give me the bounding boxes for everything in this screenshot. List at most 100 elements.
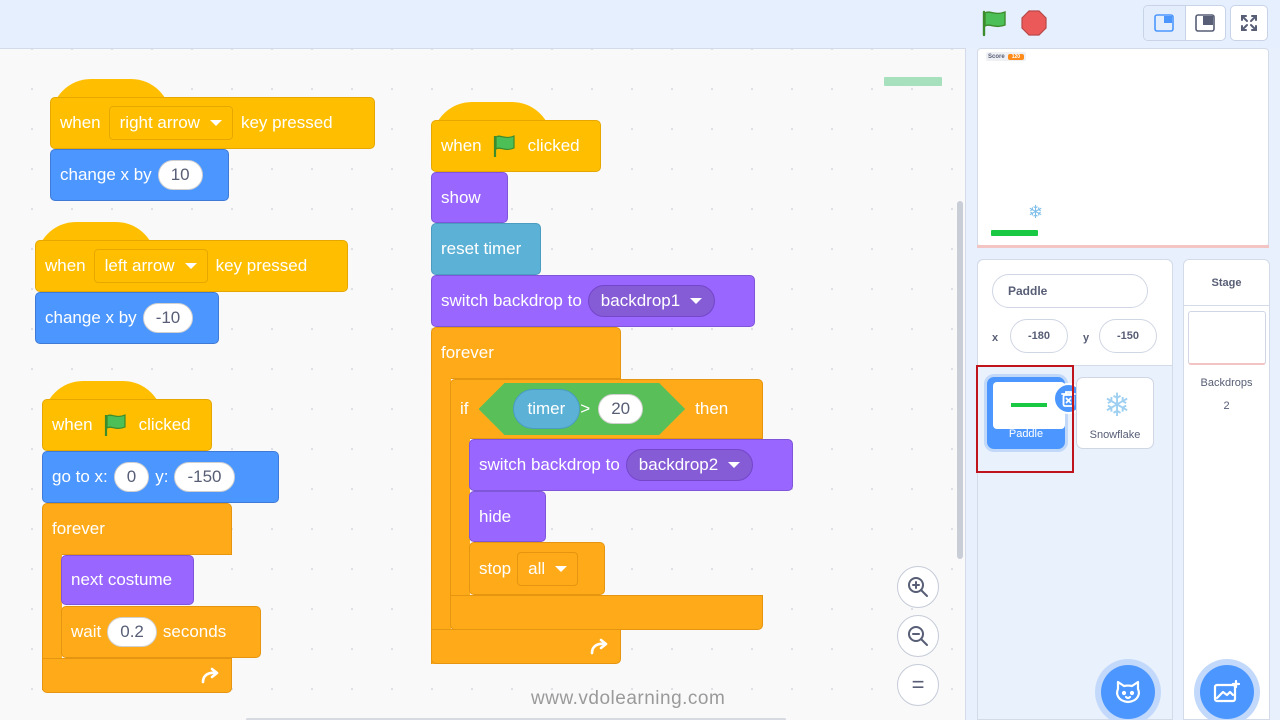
score-value: 120 xyxy=(1007,53,1025,60)
switch-backdrop-block[interactable]: switch backdrop to backdrop2 xyxy=(469,439,793,491)
zoom-in-icon[interactable] xyxy=(897,566,939,608)
block-text: switch backdrop to xyxy=(479,455,620,474)
compare-value-input[interactable]: 20 xyxy=(598,394,643,424)
stop-option-dropdown[interactable]: all xyxy=(517,551,579,586)
sprite-tile-paddle[interactable]: Paddle xyxy=(987,377,1084,449)
green-flag-icon[interactable] xyxy=(980,9,1010,37)
key-dropdown[interactable]: left arrow xyxy=(93,249,208,283)
block-text: show xyxy=(441,187,481,207)
stage-layout-toggle xyxy=(1143,5,1226,41)
small-stage-layout-icon[interactable] xyxy=(1144,6,1185,40)
stop-option-label: all xyxy=(528,558,546,578)
fullscreen-icon[interactable] xyxy=(1230,5,1268,41)
if-then-block[interactable]: if timer > 20 then xyxy=(450,379,763,439)
green-flag-icon xyxy=(104,414,126,436)
block-text: stop xyxy=(479,558,512,578)
change-x-value-input[interactable]: -10 xyxy=(142,303,194,333)
block-text: when xyxy=(45,256,86,275)
x-position-input[interactable]: -180 xyxy=(1010,319,1068,353)
backdrop-dropdown[interactable]: backdrop2 xyxy=(625,449,754,481)
choose-sprite-icon[interactable] xyxy=(1101,665,1155,719)
backdrop-dropdown[interactable]: backdrop1 xyxy=(587,285,716,317)
block-text: then xyxy=(695,399,729,418)
horizontal-scrollbar[interactable] xyxy=(246,718,786,720)
normal-stage-layout-icon[interactable] xyxy=(1184,6,1226,40)
stop-block[interactable]: stop all xyxy=(469,542,605,595)
block-text: forever xyxy=(52,519,105,538)
forever-arm xyxy=(431,378,451,664)
change-x-block[interactable]: change x by 10 xyxy=(50,149,229,201)
wait-block[interactable]: wait 0.2 seconds xyxy=(61,606,261,658)
block-text: seconds xyxy=(162,622,227,641)
block-text: key pressed xyxy=(215,256,308,275)
code-area[interactable]: when right arrow key pressed change x by… xyxy=(0,48,966,720)
timer-reporter[interactable]: timer xyxy=(513,389,581,429)
green-flag-icon xyxy=(493,135,515,157)
sprite-name-input[interactable]: Paddle xyxy=(992,274,1148,308)
chevron-down-icon xyxy=(728,462,741,468)
choose-backdrop-icon[interactable] xyxy=(1200,665,1254,719)
block-text: clicked xyxy=(527,136,580,155)
stage-border xyxy=(977,245,1269,248)
reset-timer-block[interactable]: reset timer xyxy=(431,223,541,275)
stage-thumbnail[interactable] xyxy=(1188,311,1266,365)
chevron-down-icon xyxy=(184,263,197,269)
greater-than-block[interactable]: timer > 20 xyxy=(479,383,686,435)
zoom-out-icon[interactable] xyxy=(897,615,939,657)
switch-backdrop-block[interactable]: switch backdrop to backdrop1 xyxy=(431,275,755,327)
stage-pane[interactable]: Stage Backdrops 2 xyxy=(1183,259,1270,720)
snowflake-icon: ❄ xyxy=(1081,381,1153,428)
operator-text: > xyxy=(580,399,591,418)
y-position-input[interactable]: -150 xyxy=(1099,319,1157,353)
forever-block[interactable]: forever xyxy=(42,503,232,555)
change-x-value-input[interactable]: 10 xyxy=(157,160,203,190)
stage-canvas[interactable]: Score 120 ❄ xyxy=(977,48,1269,247)
when-flag-clicked-block[interactable]: when clicked xyxy=(42,399,212,451)
block-text: hide xyxy=(479,506,512,526)
sprite-thumbnail xyxy=(993,382,1065,429)
loop-arrow-icon xyxy=(590,638,608,654)
if-arm xyxy=(450,438,470,598)
sprite-tile-label: Snowflake xyxy=(1089,429,1141,441)
hide-block[interactable]: hide xyxy=(469,491,546,542)
change-x-block[interactable]: change x by -10 xyxy=(35,292,219,344)
show-block[interactable]: show xyxy=(431,172,508,223)
key-dropdown[interactable]: right arrow xyxy=(108,106,233,140)
block-text: change x by xyxy=(45,308,137,327)
vertical-scrollbar[interactable] xyxy=(957,201,963,559)
go-to-y-input[interactable]: -150 xyxy=(174,462,235,492)
block-text: change x by xyxy=(60,165,152,184)
zoom-reset-button[interactable]: = xyxy=(897,664,939,706)
when-key-pressed-block[interactable]: when left arrow key pressed xyxy=(35,240,348,292)
forever-bottom xyxy=(42,658,232,693)
sprite-tile-snowflake[interactable]: ❄ Snowflake xyxy=(1076,377,1154,449)
next-costume-block[interactable]: next costume xyxy=(61,555,194,605)
forever-bottom xyxy=(431,629,621,664)
block-text: when xyxy=(60,113,101,132)
block-text: wait xyxy=(71,622,102,641)
wait-seconds-input[interactable]: 0.2 xyxy=(107,617,157,647)
block-text: y: xyxy=(155,467,169,486)
when-flag-clicked-block[interactable]: when clicked xyxy=(431,120,601,172)
score-label: Score xyxy=(988,53,1005,60)
chevron-down-icon xyxy=(209,120,222,126)
block-text: clicked xyxy=(138,415,191,434)
chevron-down-icon xyxy=(690,298,703,304)
block-text: next costume xyxy=(71,570,173,589)
if-bottom xyxy=(450,595,763,630)
go-to-x-input[interactable]: 0 xyxy=(113,462,150,492)
block-text: go to x: xyxy=(52,467,108,486)
chevron-down-icon xyxy=(555,565,568,572)
y-label: y xyxy=(1083,332,1090,344)
minimap-indicator xyxy=(884,77,942,86)
paddle-sprite[interactable] xyxy=(991,230,1038,236)
forever-block[interactable]: forever xyxy=(431,327,621,379)
go-to-xy-block[interactable]: go to x: 0 y: -150 xyxy=(42,451,279,503)
snowflake-sprite-icon[interactable]: ❄ xyxy=(1028,202,1044,222)
when-key-pressed-block[interactable]: when right arrow key pressed xyxy=(50,97,375,149)
top-toolbar xyxy=(0,0,1280,48)
sprite-tile-label: Paddle xyxy=(1008,428,1044,440)
backdrops-count: 2 xyxy=(1223,400,1230,412)
stop-sign-icon[interactable] xyxy=(1021,10,1047,36)
backdrop-dropdown-label: backdrop1 xyxy=(600,291,681,310)
